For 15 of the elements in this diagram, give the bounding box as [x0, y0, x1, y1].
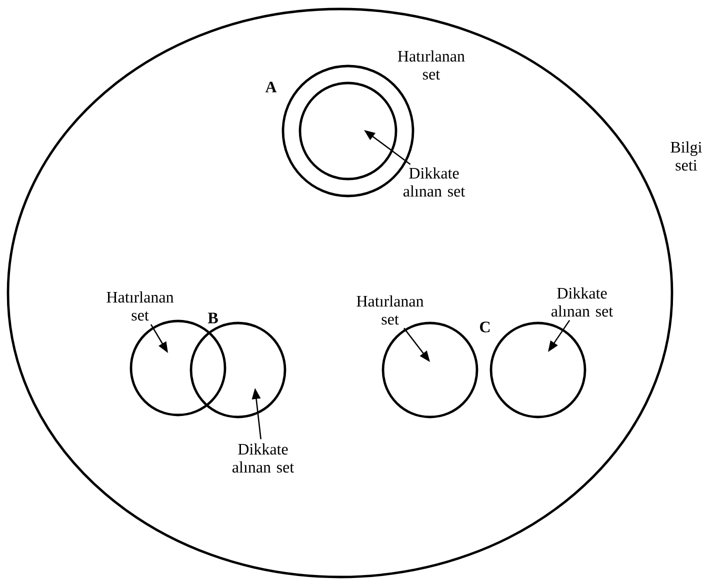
node-label: Hatırlanan set — [398, 50, 465, 80]
circle — [298, 82, 398, 180]
set-label: Hatırlanan set — [106, 291, 174, 321]
letter-label: B — [208, 312, 218, 324]
set-label: Dikkate alınan set — [403, 167, 465, 197]
set-label: Dikkate alınan set — [551, 287, 613, 317]
circle — [190, 322, 286, 418]
arrow — [252, 388, 262, 440]
node-label: Bilgi seti — [670, 141, 702, 171]
set-label: Dikkate alınan set — [232, 443, 294, 473]
letter-label: A — [265, 82, 277, 92]
arrow — [150, 324, 168, 353]
circle — [490, 322, 586, 418]
letter-label: C — [480, 322, 490, 332]
set-label: Hatırlanan set — [356, 295, 424, 325]
